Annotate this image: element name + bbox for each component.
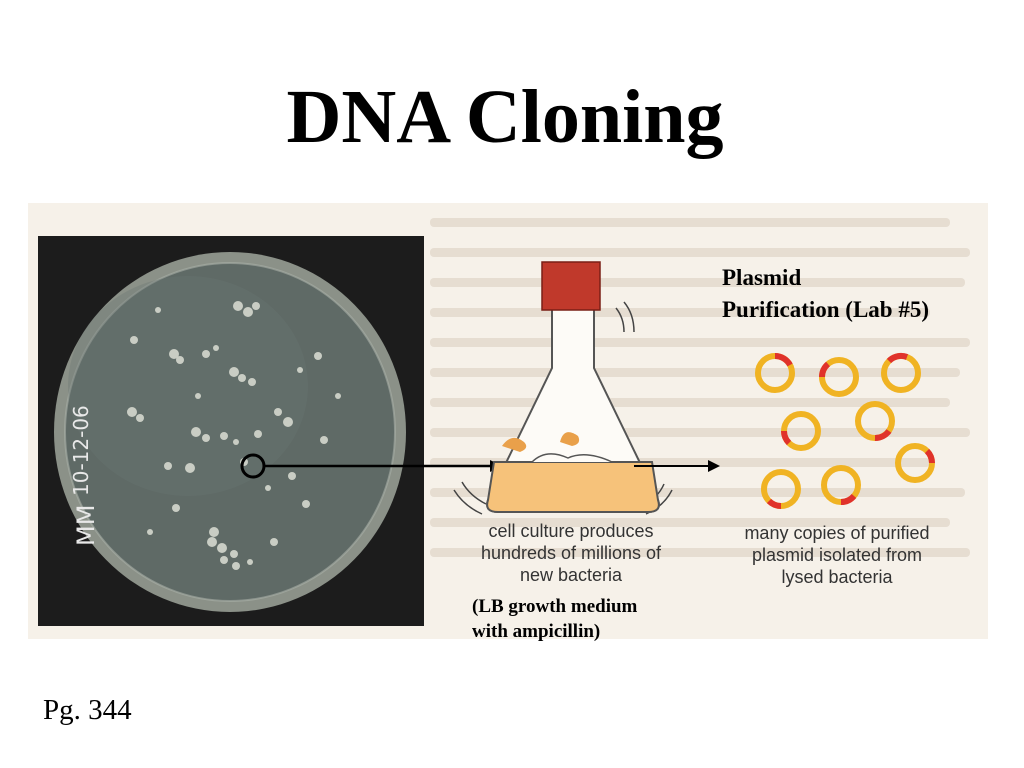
page-reference: Pg. 344 — [43, 694, 132, 726]
caption-line: hundreds of millions of — [480, 543, 662, 563]
heading-line: Plasmid — [722, 265, 802, 290]
growth-medium-note: (LB growth medium with ampicillin) — [472, 594, 637, 644]
plasmid-ring-icon — [781, 411, 821, 451]
plasmid-ring-icon — [881, 352, 921, 393]
erlenmeyer-flask-icon — [453, 261, 720, 515]
purified-plasmids — [755, 352, 935, 509]
petri-dish-agar — [65, 263, 395, 601]
petri-dish-photo: 10-12-06 MM — [38, 236, 424, 626]
culture-liquid — [486, 461, 660, 513]
slide-title: DNA Cloning — [286, 75, 724, 159]
caption-line: plasmid isolated from — [751, 545, 923, 565]
plate-initials: MM — [72, 505, 100, 546]
culture-splash-right — [560, 432, 580, 446]
note-line: (LB growth medium — [472, 596, 638, 617]
flask-stopper — [541, 261, 601, 311]
caption-line: new bacteria — [519, 565, 623, 585]
culture-splash-left — [502, 437, 527, 452]
plasmid-ring-icon — [761, 469, 801, 509]
caption-line: lysed bacteria — [781, 567, 893, 587]
culture-caption: cell culture produces hundreds of millio… — [446, 520, 696, 586]
plasmid-ring-icon — [755, 353, 795, 393]
plasmid-caption: many copies of purified plasmid isolated… — [712, 522, 962, 588]
bacterial-colonies — [127, 301, 341, 570]
plate-label: 10-12-06 MM — [69, 405, 100, 546]
heading-line: Purification (Lab #5) — [722, 297, 929, 322]
caption-line: cell culture produces — [488, 521, 654, 541]
note-line: with ampicillin) — [472, 621, 601, 642]
caption-line: many copies of purified — [744, 523, 930, 543]
plasmid-ring-icon — [855, 401, 895, 441]
plasmid-purification-heading: Plasmid Purification (Lab #5) — [722, 262, 929, 326]
selected-colony-circle — [240, 453, 266, 479]
plate-date: 10-12-06 — [69, 405, 93, 496]
plasmid-ring-icon — [818, 357, 859, 397]
plasmid-ring-icon — [895, 443, 935, 483]
plasmid-ring-icon — [821, 465, 861, 506]
